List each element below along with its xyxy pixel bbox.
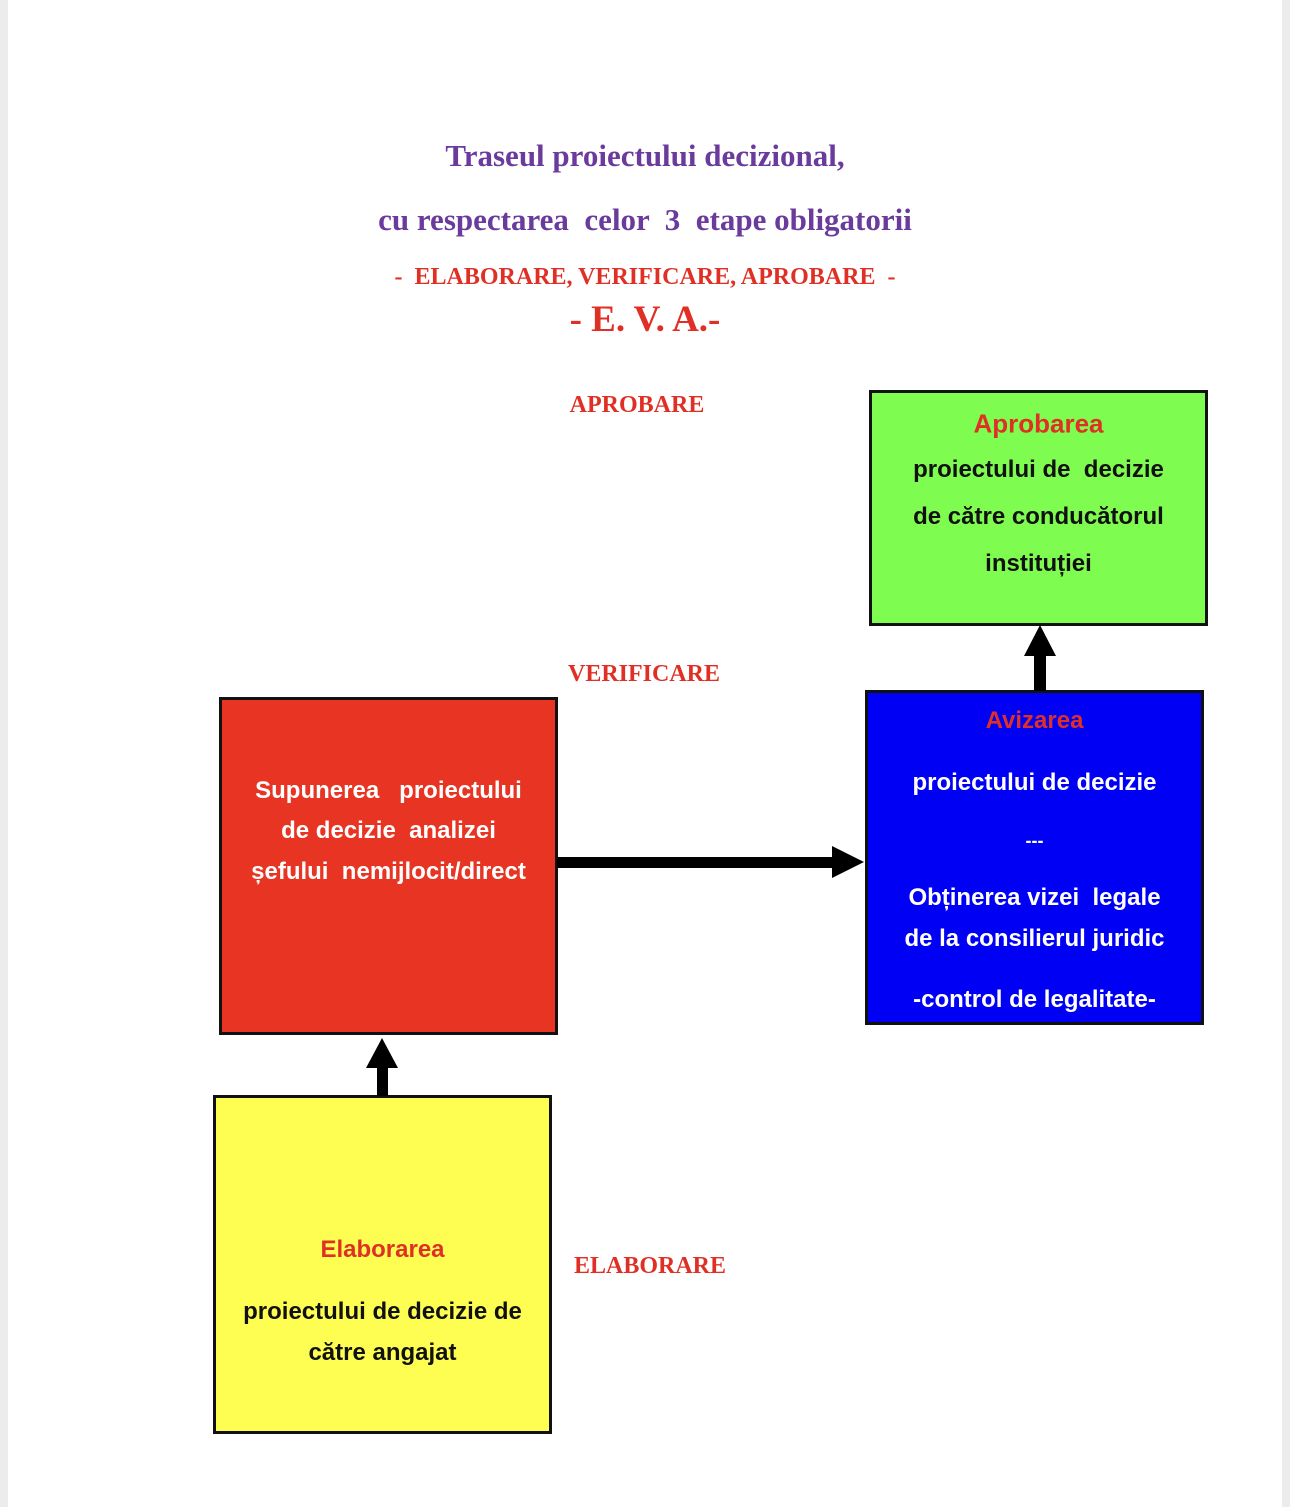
subtitle: - ELABORARE, VERIFICARE, APROBARE - [394,264,896,290]
stage-label-verificare: VERIFICARE [567,661,721,687]
title-line-2: cu respectarea celor 3 etape obligatorii [378,202,912,237]
approval-heading: Aprobarea [973,408,1104,439]
approval-line: instituției [985,550,1092,577]
verification-line: de decizie analizei [281,817,496,844]
endorsement-box: Avizarea proiectului de decizie --- Obți… [865,690,1204,1025]
arrow-endorsement-to-approval [1024,625,1056,691]
acronym: - E. V. A.- [569,299,721,340]
approval-box: Aprobarea proiectului de decizie de cătr… [869,390,1208,626]
endorsement-line: -control de legalitate- [913,986,1156,1013]
endorsement-line: Obținerea vizei legale [908,884,1161,911]
endorsement-line: de la consilierul juridic [904,925,1165,952]
endorsement-line: proiectului de decizie [912,769,1157,796]
title-line-1: Traseul proiectului decizional, [445,138,845,173]
approval-line: proiectului de decizie [913,456,1164,483]
drafting-heading: Elaborarea [320,1236,445,1263]
drafting-box: Elaborarea proiectului de decizie de căt… [213,1095,552,1434]
verification-box: Supunerea proiectului de decizie analize… [219,697,558,1035]
approval-line: de către conducătorul [913,503,1164,530]
endorsement-heading: Avizarea [985,707,1084,734]
stage-label-aprobare: APROBARE [569,392,705,418]
drafting-line: proiectului de decizie de [243,1298,522,1325]
verification-line: Supunerea proiectului [255,777,522,804]
drafting-line: către angajat [308,1339,457,1366]
verification-line: șefului nemijlocit/direct [251,858,526,885]
arrow-drafting-to-verification [366,1038,398,1096]
endorsement-separator: --- [1025,830,1044,851]
stage-label-elaborare: ELABORARE [573,1253,727,1279]
arrow-verification-to-endorsement [557,846,864,878]
